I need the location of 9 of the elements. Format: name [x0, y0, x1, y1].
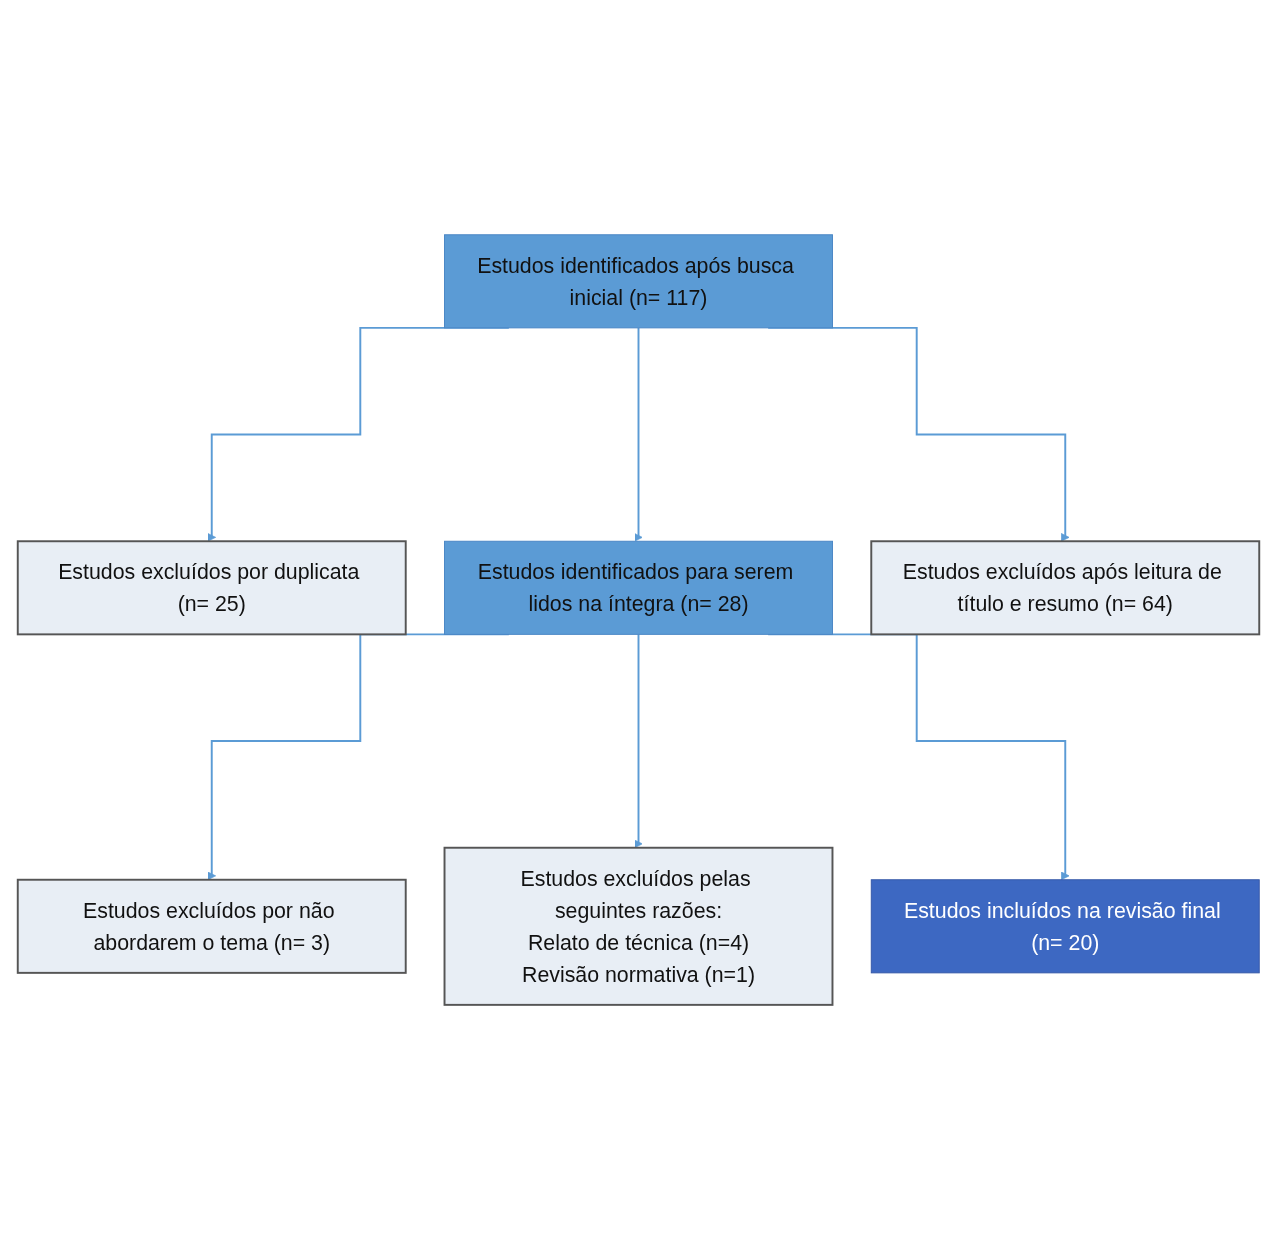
node-box: Estudos identificados para serem lidos na íntegra (n= 28) — [444, 540, 833, 636]
arrow — [634, 327, 643, 542]
node-box: Estudos excluídos após leitura de título e resumo (n= 64) — [870, 540, 1261, 636]
node-box: Estudos excluídos pelas seguintes razões: Relato de técnica (n=4) Revisão normativa (n=1) — [443, 846, 834, 1006]
node-box: Estudos incluídos na revisão final (n= 20) — [870, 879, 1260, 974]
node-box: Estudos excluídos por duplicata (n= 25) — [16, 540, 407, 636]
node-box: Estudos excluídos por não abordarem o tema (n= 3) — [16, 878, 407, 974]
node-box: Estudos identificados após busca inicial (n= 117) — [444, 234, 833, 329]
arrow — [634, 633, 643, 849]
